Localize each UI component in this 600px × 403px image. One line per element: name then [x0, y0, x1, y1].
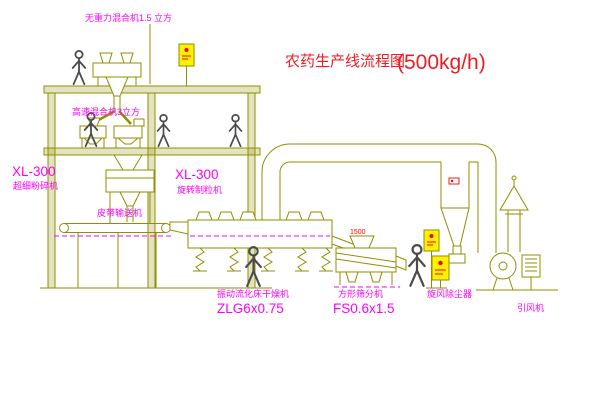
- control-panel: [431, 255, 450, 289]
- exhaust-stack: [499, 175, 529, 252]
- high-speed-mixer: [79, 117, 107, 148]
- indicator-light-icon: [184, 48, 189, 52]
- label-fan: 引风机: [517, 302, 544, 313]
- spring-support: [319, 247, 333, 272]
- exhaust-duct: [261, 143, 497, 253]
- gravity-mixer: [92, 52, 142, 125]
- label-top-mixer: 无重力混合机1.5 立方: [85, 12, 172, 23]
- spring-support: [227, 247, 241, 272]
- label-cyclone: 旋风除尘器: [427, 288, 472, 299]
- rotary-granulator: [105, 154, 155, 224]
- person-figure: [408, 244, 426, 287]
- label-xl300-left-model: XL-300: [12, 164, 56, 179]
- label-dryer-model: ZLG6x0.75: [217, 301, 284, 316]
- belt-conveyor: [54, 221, 189, 288]
- page-title-capacity: (500kg/h): [397, 51, 486, 74]
- induced-draft-fan: [476, 252, 558, 291]
- pulverizer: [113, 118, 145, 148]
- spring-support: [193, 247, 207, 272]
- fan-motor: [521, 254, 541, 278]
- label-xl300-left-name: 超细粉碎机: [13, 180, 58, 191]
- square-sieve: 1500: [331, 229, 407, 288]
- spring-support: [261, 247, 275, 272]
- label-high-speed-mixer: 高速混合机3立方: [72, 106, 140, 117]
- control-panel: [178, 43, 195, 87]
- red-tag: [448, 177, 460, 185]
- label-xl300-center-model: XL-300: [175, 167, 219, 182]
- label-belt-conveyor: 皮带输送机: [97, 207, 142, 218]
- spring-support: [295, 247, 309, 272]
- person-figure: [71, 50, 87, 86]
- label-xl300-center-name: 旋转制粒机: [177, 184, 222, 195]
- person-figure: [228, 114, 243, 148]
- label-dryer-name: 振动流化床干燥机: [217, 288, 289, 299]
- label-sieve-model: FS0.6x1.5: [333, 301, 395, 316]
- person-figure: [156, 114, 171, 148]
- indicator-light-icon: [438, 260, 443, 266]
- dryer-feed-chute: [169, 221, 189, 235]
- fluid-bed-dryer: [187, 211, 333, 272]
- dimension-label: 1500: [350, 229, 366, 236]
- label-sieve-name: 方形筛分机: [338, 288, 383, 299]
- cyclone-separator: [440, 162, 470, 264]
- indicator-light-icon: [429, 234, 434, 238]
- page-title: 农药生产线流程图: [285, 53, 405, 70]
